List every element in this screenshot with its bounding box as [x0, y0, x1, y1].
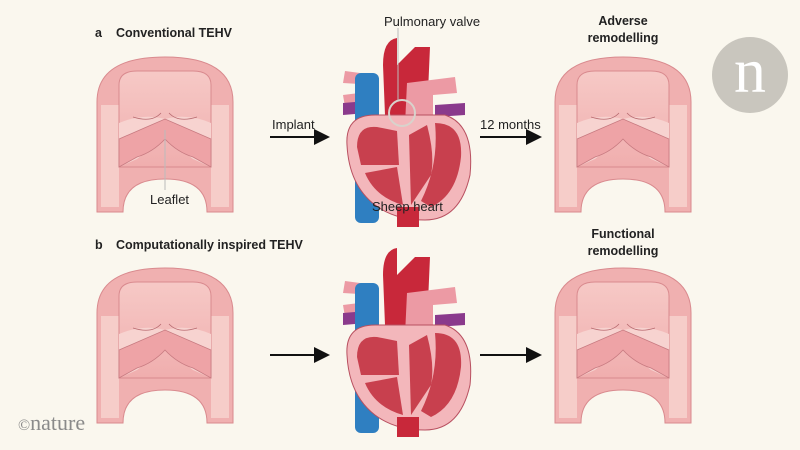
adverse-remodelled-valve [554, 56, 692, 213]
outcome-b-line2: remodelling [587, 244, 659, 258]
computational-valve [96, 267, 234, 424]
logo-letter: n [734, 35, 766, 106]
sheep-heart-b [342, 247, 472, 438]
functional-remodelled-valve [554, 267, 692, 424]
outcome-a-line2: remodelling [587, 31, 659, 45]
leaflet-label: Leaflet [150, 192, 190, 207]
sheep-heart-label: Sheep heart [372, 199, 443, 214]
outcome-b-line1: Functional [591, 227, 655, 241]
pulmonary-valve-label: Pulmonary valve [384, 14, 481, 29]
pulmonary-valve-marker [388, 99, 416, 127]
copyright-symbol: © [18, 417, 31, 434]
implant-label: Implant [272, 117, 315, 132]
months-label: 12 months [480, 117, 541, 132]
panel-b-title: Computationally inspired TEHV [116, 238, 303, 252]
outcome-a-line1: Adverse [598, 14, 648, 28]
panel-a-letter: a [95, 26, 102, 40]
panel-b-letter: b [95, 238, 103, 252]
credit: ©nature [18, 410, 85, 436]
panel-a-title: Conventional TEHV [116, 26, 232, 40]
nature-logo: n [712, 37, 788, 113]
credit-text: nature [30, 410, 86, 435]
